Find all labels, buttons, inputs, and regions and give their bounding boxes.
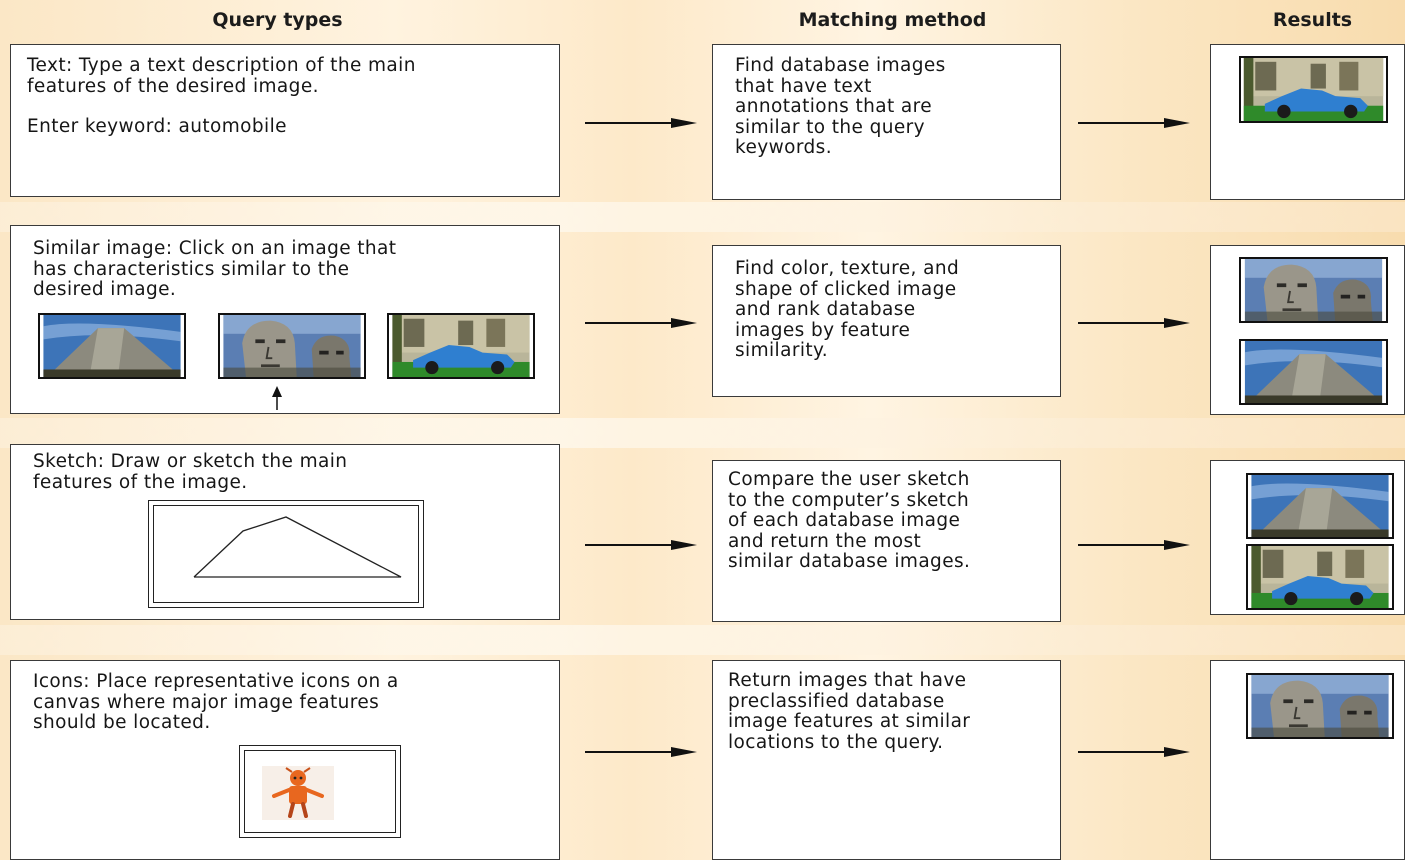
click-arrow-icon xyxy=(272,386,282,410)
result-rushmore-photo xyxy=(1239,257,1388,323)
method-text-description: Find database images that have text anno… xyxy=(735,55,946,158)
result-car-photo xyxy=(1246,544,1394,610)
results-box-similar-image xyxy=(1210,245,1405,415)
query-box-icons: Icons: Place representative icons on a c… xyxy=(10,660,560,860)
rushmore-photo-option[interactable] xyxy=(218,313,366,379)
arrow-icon xyxy=(1078,540,1190,550)
results-box-sketch xyxy=(1210,460,1405,615)
method-sketch-description: Compare the user sketch to the computer’… xyxy=(728,469,971,572)
header-query-types: Query types xyxy=(212,9,343,31)
sketch-canvas[interactable] xyxy=(148,500,424,608)
method-box-text: Find database images that have text anno… xyxy=(712,44,1061,200)
results-box-icons xyxy=(1210,660,1405,860)
query-keyword-entry: Enter keyword: automobile xyxy=(27,116,287,137)
car-photo-option[interactable] xyxy=(387,313,535,379)
query-text-label: Text: Type a text description of the mai… xyxy=(27,55,416,97)
query-sketch-label: Sketch: Draw or sketch the main features… xyxy=(33,451,348,493)
method-box-sketch: Compare the user sketch to the computer’… xyxy=(712,460,1061,622)
query-box-similar-image: Similar image: Click on an image that ha… xyxy=(10,225,560,414)
person-icon[interactable] xyxy=(262,766,334,820)
result-pyramid-photo xyxy=(1239,339,1388,405)
arrow-icon xyxy=(585,747,697,757)
query-icons-label: Icons: Place representative icons on a c… xyxy=(33,671,399,733)
arrow-icon xyxy=(585,118,697,128)
results-box-text xyxy=(1210,44,1405,200)
background-band xyxy=(0,418,1405,448)
background-band xyxy=(0,625,1405,655)
result-car-photo xyxy=(1239,56,1388,123)
arrow-icon xyxy=(1078,118,1190,128)
result-rushmore-photo xyxy=(1246,673,1394,739)
header-matching-method: Matching method xyxy=(798,9,987,31)
query-similar-image-label: Similar image: Click on an image that ha… xyxy=(33,238,397,300)
result-pyramid-photo xyxy=(1246,473,1394,539)
method-box-icons: Return images that have preclassified da… xyxy=(712,660,1061,860)
icon-canvas[interactable] xyxy=(239,745,401,838)
method-icons-description: Return images that have preclassified da… xyxy=(728,670,971,753)
method-similar-image-description: Find color, texture, and shape of clicke… xyxy=(735,258,960,361)
method-box-similar-image: Find color, texture, and shape of clicke… xyxy=(712,245,1061,397)
query-box-sketch: Sketch: Draw or sketch the main features… xyxy=(10,444,560,620)
arrow-icon xyxy=(1078,747,1190,757)
header-results: Results xyxy=(1272,9,1353,31)
arrow-icon xyxy=(1078,318,1190,328)
arrow-icon xyxy=(585,540,697,550)
pyramid-photo-option[interactable] xyxy=(38,313,186,379)
sketch-drawing xyxy=(193,516,402,578)
arrow-icon xyxy=(585,318,697,328)
query-box-text: Text: Type a text description of the mai… xyxy=(10,44,560,197)
